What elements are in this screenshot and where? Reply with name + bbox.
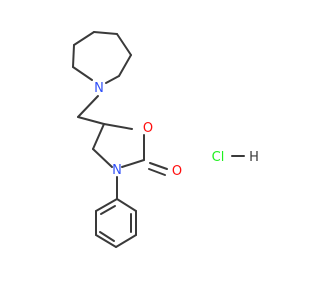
aromatic-bond	[99, 231, 115, 242]
bond	[105, 75, 120, 84]
piperidine-ring	[72, 31, 132, 84]
aromatic-bond	[100, 205, 116, 215]
piperidine-nitrogen-label: N	[94, 81, 104, 96]
bond	[118, 54, 132, 77]
bond	[72, 66, 93, 81]
chlorine-label: Cl	[212, 150, 225, 165]
carbonyl-bond	[149, 162, 168, 170]
molecule-structure: N O O N Cl H	[72, 31, 259, 248]
bond	[116, 33, 132, 56]
bond	[92, 123, 105, 150]
bond	[93, 31, 118, 35]
bond	[103, 123, 133, 130]
bond	[95, 198, 118, 212]
ring-oxygen-label: O	[143, 121, 153, 136]
bond	[95, 234, 117, 248]
hydrogen-label: H	[249, 150, 259, 165]
oxazolidinone-ring	[92, 123, 168, 176]
bond	[116, 198, 137, 212]
bond	[73, 31, 95, 46]
bond	[115, 234, 137, 248]
methylene-linker	[77, 95, 105, 125]
phenyl-ring	[95, 176, 137, 248]
carbonyl-oxygen-label: O	[172, 164, 182, 179]
bond	[77, 116, 105, 125]
hydrochloride-salt: Cl H	[212, 150, 259, 165]
bond	[92, 148, 113, 168]
carbonyl-bond	[148, 168, 166, 176]
ring-nitrogen-label: N	[112, 163, 122, 178]
bond	[72, 44, 75, 68]
bond	[121, 159, 145, 168]
bond	[77, 95, 99, 118]
